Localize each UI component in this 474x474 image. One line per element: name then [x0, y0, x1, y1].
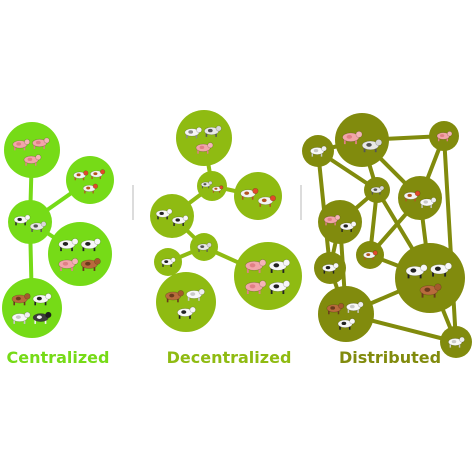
- node-d1: [176, 110, 232, 166]
- node-d8: [156, 272, 216, 332]
- chicken-icon: [403, 190, 421, 202]
- dog-icon: [197, 242, 212, 252]
- chicken-icon: [90, 169, 106, 180]
- node-t8: [356, 241, 384, 269]
- cow-icon: [13, 214, 31, 226]
- node-c1: [4, 122, 60, 178]
- node-d4: [150, 194, 194, 238]
- cow-icon: [80, 238, 101, 252]
- chicken-icon: [82, 183, 99, 194]
- goat-icon: [346, 301, 364, 313]
- cat-icon: [184, 126, 203, 139]
- dog-icon: [204, 125, 222, 137]
- horse-icon: [165, 290, 184, 303]
- node-t2: [335, 113, 389, 167]
- goat-icon: [419, 197, 437, 208]
- pig-icon: [323, 214, 341, 226]
- horse-icon: [419, 283, 442, 298]
- horse-icon: [326, 302, 345, 315]
- node-c2: [66, 156, 114, 204]
- chicken-icon: [211, 185, 224, 193]
- cow-icon: [268, 259, 291, 273]
- dog-icon: [200, 180, 213, 189]
- pig-icon: [12, 138, 31, 151]
- sheep-icon: [32, 311, 52, 324]
- edge-t3-t11: [442, 134, 458, 344]
- chicken-icon: [73, 170, 89, 181]
- caption-centralized: Centralized: [6, 348, 110, 367]
- node-t1: [302, 135, 334, 167]
- cow-icon: [339, 221, 357, 232]
- pig-icon: [23, 154, 42, 166]
- node-t9: [395, 243, 465, 313]
- goat-icon: [310, 145, 327, 157]
- cow-icon: [322, 262, 339, 274]
- node-c5: [2, 278, 62, 338]
- cow-icon: [58, 238, 79, 252]
- node-t7: [314, 252, 346, 284]
- node-d3: [234, 172, 282, 220]
- cow-icon: [337, 318, 356, 330]
- goat-icon: [11, 311, 31, 324]
- node-t5: [398, 176, 442, 220]
- node-c3: [8, 200, 52, 244]
- cow-icon: [430, 262, 453, 277]
- node-t11: [440, 326, 472, 358]
- cow-icon: [405, 264, 428, 279]
- node-t6: [318, 200, 362, 244]
- goat-icon: [448, 336, 465, 348]
- node-d5: [190, 233, 218, 261]
- caption-decentralized: Decentralized: [166, 348, 292, 367]
- horse-icon: [11, 293, 31, 306]
- pig-icon: [342, 130, 363, 145]
- cow-icon: [268, 280, 291, 295]
- dog-icon: [361, 139, 383, 153]
- pig-icon: [245, 280, 267, 295]
- node-d2: [197, 171, 227, 201]
- cow-icon: [161, 257, 176, 267]
- dog-icon: [370, 185, 385, 195]
- pig-icon: [32, 137, 50, 149]
- cow-icon: [155, 208, 173, 220]
- cow-icon: [177, 306, 196, 319]
- nodes-layer: [2, 110, 472, 358]
- pig-icon: [436, 131, 453, 142]
- cow-icon: [32, 293, 52, 306]
- node-c4: [48, 222, 112, 286]
- node-t10: [318, 286, 374, 342]
- dog-icon: [29, 221, 47, 232]
- goat-icon: [186, 288, 205, 301]
- chicken-icon: [363, 250, 378, 260]
- pig-icon: [195, 142, 214, 154]
- node-t3: [429, 121, 459, 151]
- node-d6: [154, 248, 182, 276]
- chicken-icon: [257, 195, 276, 207]
- chicken-icon: [240, 187, 259, 200]
- horse-icon: [80, 257, 101, 271]
- caption-distributed: Distributed: [338, 348, 442, 367]
- pig-icon: [245, 259, 267, 273]
- cow-icon: [171, 215, 189, 226]
- node-d7: [234, 242, 302, 310]
- pig-icon: [58, 257, 79, 271]
- node-t4: [364, 177, 390, 203]
